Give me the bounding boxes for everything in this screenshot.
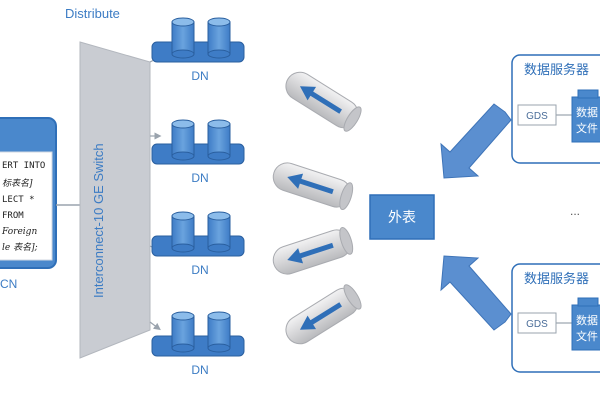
data-server-2-gds-label: GDS (526, 319, 548, 330)
dn-disk-icon (207, 315, 231, 349)
dn-disk-bottom (207, 243, 231, 253)
dn-disk-icon (207, 123, 231, 157)
pipe-arrow-shaft (308, 90, 342, 114)
dn-disk-icon (171, 315, 195, 349)
external-table-box (369, 194, 435, 240)
pipe-arrow-shaft (297, 178, 334, 195)
cn-sql-line-3: LECT * (2, 195, 35, 205)
diagram-title: Distribute (65, 6, 120, 21)
dn-node-2: DN (151, 119, 245, 185)
dn-disk-icon (171, 215, 195, 249)
data-server-2: 数据服务器 GDS 数据 文件 (511, 263, 600, 373)
cn-sql-panel (0, 151, 53, 261)
upper-server-arrow (440, 103, 512, 179)
dn-disk-bottom (171, 343, 195, 353)
data-server-2-file-line2: 文件 (576, 329, 598, 343)
dn-label: DN (191, 263, 208, 277)
data-pipe-1 (285, 71, 362, 132)
external-table-label: 外表 (388, 210, 416, 226)
pipe-arrow-head (287, 248, 304, 264)
pipe-arrow-shaft (308, 302, 342, 326)
switch-label: Interconnect-10 GE Switch (91, 143, 106, 298)
server-to-table-arrows (440, 103, 512, 331)
dn-label: DN (191, 171, 208, 185)
dn-disk-icon (171, 123, 195, 157)
data-server-1-gds-label: GDS (526, 111, 548, 122)
server-ellipsis: ... (570, 204, 580, 218)
pipe-end (339, 182, 354, 211)
dn-disk-top (207, 17, 231, 27)
dn-disk-bottom (171, 151, 195, 161)
data-server-2-file-icon (571, 304, 600, 351)
dn-disk-bottom (207, 151, 231, 161)
dn-disk-top (171, 211, 195, 221)
ge-switch (79, 41, 151, 359)
dn-disk-bottom (207, 49, 231, 59)
data-server-1-file-line2: 文件 (576, 121, 598, 135)
data-server-2-title: 数据服务器 (524, 271, 589, 287)
dn-disk-top (171, 119, 195, 129)
pipe-end (343, 106, 362, 132)
lower-server-arrow (440, 255, 512, 331)
dn-label: DN (191, 363, 208, 377)
cn-sql-line-6: le 表名]; (2, 242, 38, 253)
data-pipe-3 (272, 226, 354, 275)
cn-sql-line-5: Foreign (1, 227, 37, 237)
dn-nodes: DN DN DN DN (151, 17, 245, 377)
pipe-arrow-head (299, 86, 317, 101)
dn-disk-top (207, 311, 231, 321)
dn-node-1: DN (151, 17, 245, 83)
cn-sql-line-2: 标表名] (2, 178, 33, 189)
dn-node-3: DN (151, 211, 245, 277)
dn-disk-icon (171, 21, 195, 55)
switch-dn-arrow-4 (149, 321, 161, 331)
dn-disk-icon (207, 21, 231, 55)
data-server-2-file-tab (577, 297, 599, 307)
dn-disk-top (207, 211, 231, 221)
dn-label: DN (191, 69, 208, 83)
cn-sql-line-1: ERT INTO (2, 161, 45, 171)
switch-dn-connectors (149, 54, 166, 331)
dn-node-4: DN (151, 311, 245, 377)
dn-disk-top (171, 311, 195, 321)
cn-label: CN (0, 277, 17, 291)
pipe-end (339, 226, 354, 255)
dn-disk-top (171, 17, 195, 27)
pipe-end (343, 284, 362, 310)
dn-disk-bottom (171, 49, 195, 59)
data-server-1-title: 数据服务器 (524, 62, 589, 78)
cn-sql-line-4: FROM (2, 211, 24, 221)
data-pipes (272, 71, 362, 345)
data-server-1: 数据服务器 GDS 数据 文件 (511, 54, 600, 164)
dn-disk-bottom (171, 243, 195, 253)
data-server-2-file-line1: 数据 (576, 313, 598, 327)
pipe-arrow-head (299, 315, 317, 330)
data-server-1-file-tab (577, 89, 599, 99)
cn-node: ERT INTO 标表名] LECT * FROM Foreign le 表名]… (0, 117, 57, 291)
dn-disk-icon (207, 215, 231, 249)
pipe-arrow-head (287, 173, 304, 189)
data-pipe-4 (285, 284, 362, 345)
data-server-1-file-line1: 数据 (576, 105, 598, 119)
data-server-1-file-icon (571, 96, 600, 143)
dn-disk-bottom (207, 343, 231, 353)
dn-disk-top (207, 119, 231, 129)
data-pipe-2 (272, 162, 354, 211)
pipe-arrow-shaft (297, 242, 334, 259)
